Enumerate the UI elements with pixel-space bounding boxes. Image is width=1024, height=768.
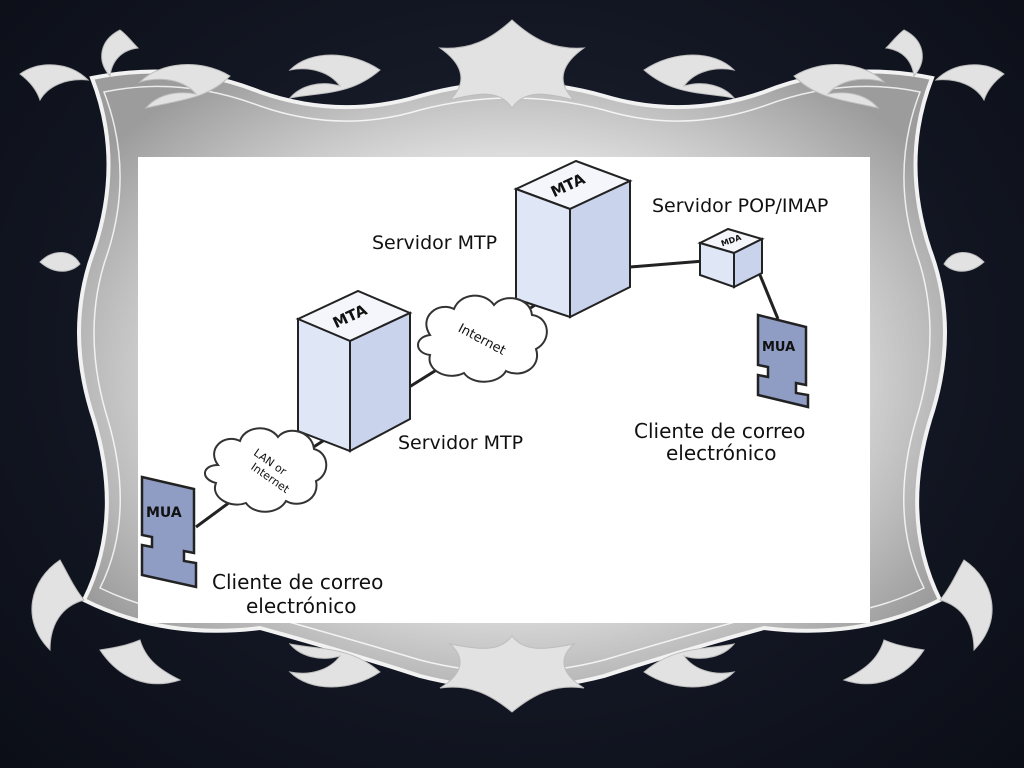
client-left-label-line2: electrónico bbox=[246, 594, 357, 618]
bottom-ornament bbox=[31, 559, 993, 713]
server-mtp-top-label: Servidor MTP bbox=[372, 232, 497, 254]
mda-server: MDA bbox=[697, 227, 765, 289]
mta-top-server: MTA bbox=[513, 159, 633, 319]
email-architecture-diagram: MTA MTA MDA Internet LAN or Internet bbox=[140, 159, 828, 618]
server-pop-imap-label: Servidor POP/IMAP bbox=[652, 195, 828, 217]
client-right-label-line2: electrónico bbox=[666, 441, 777, 465]
internet-cloud: Internet bbox=[417, 294, 548, 383]
lan-cloud: LAN or Internet bbox=[204, 427, 328, 513]
link-mua-left-to-lan bbox=[195, 500, 231, 529]
side-ornament bbox=[39, 252, 985, 272]
link-mda-to-mua-right bbox=[758, 274, 780, 320]
top-ornament bbox=[19, 19, 1005, 109]
link-mta-top-to-mda bbox=[629, 259, 705, 269]
mua-right-device: MUA bbox=[756, 313, 810, 409]
link-mta-mid-to-internet bbox=[405, 367, 439, 391]
mua-left-device: MUA bbox=[140, 475, 198, 589]
mua-left-label: MUA bbox=[146, 505, 182, 521]
mta-mid-server: MTA bbox=[295, 289, 413, 453]
client-left-label-line1: Cliente de correo bbox=[212, 570, 383, 594]
diagram-panel: MTA MTA MDA Internet LAN or Internet bbox=[138, 157, 870, 623]
client-right-label-line1: Cliente de correo bbox=[634, 419, 805, 443]
mua-right-label: MUA bbox=[762, 340, 795, 355]
server-mtp-mid-label: Servidor MTP bbox=[398, 432, 523, 454]
